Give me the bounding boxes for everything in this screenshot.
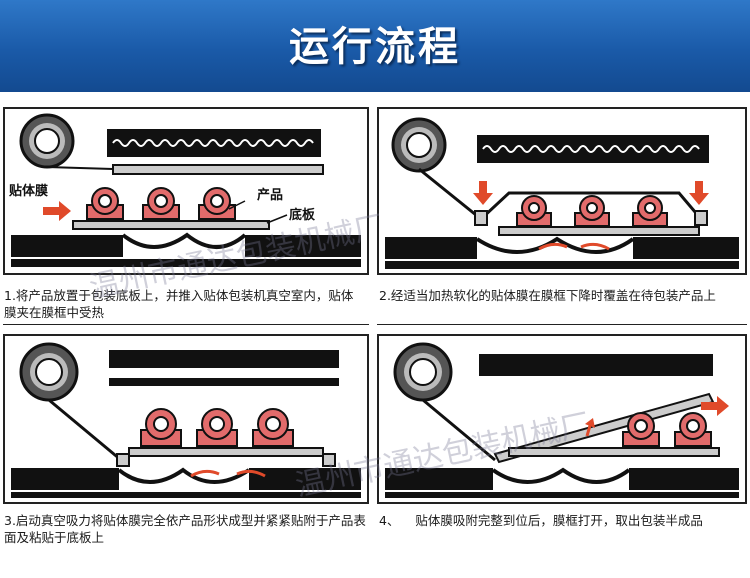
step-panel-4 — [377, 334, 747, 504]
title-banner: 运行流程 — [0, 0, 750, 92]
label-product: 产品 — [257, 187, 283, 203]
step-4-diagram — [385, 342, 739, 498]
product — [140, 408, 182, 447]
heater-bar — [109, 350, 339, 368]
divider — [377, 324, 747, 325]
product — [574, 195, 610, 227]
step-panel-2 — [377, 107, 747, 275]
product — [632, 195, 668, 227]
product — [674, 412, 712, 447]
base-board — [508, 447, 720, 457]
step-panel-1: 贴体膜 产品 底板 — [3, 107, 369, 275]
product — [198, 187, 236, 220]
step-3-diagram — [11, 342, 361, 498]
vacuum-chamber-left — [11, 235, 123, 257]
step-3-caption: 3.启动真空吸力将贴体膜完全依产品形状成型并紧紧贴附于产品表面及粘贴于底板上 — [4, 513, 366, 545]
product — [196, 408, 238, 447]
product — [252, 408, 294, 447]
product — [142, 187, 180, 220]
step-4-caption: 4、 贴体膜吸附完整到位后，膜框打开，取出包装半成品 — [379, 513, 703, 528]
down-arrow — [473, 181, 493, 205]
label-board: 底板 — [289, 207, 316, 223]
divider — [3, 324, 369, 325]
step-2-caption: 2.经适当加热软化的贴体膜在膜框下降时覆盖在待包装产品上 — [379, 288, 716, 303]
base-board — [128, 447, 324, 457]
product — [622, 412, 660, 447]
label-film: 贴体膜 — [9, 183, 48, 199]
product — [86, 187, 124, 220]
heater — [107, 129, 321, 157]
heater-bar — [479, 354, 713, 376]
down-arrow — [689, 181, 709, 205]
push-arrow — [43, 201, 71, 221]
step-1-diagram: 贴体膜 产品 底板 — [9, 113, 361, 267]
film-frame — [112, 164, 324, 175]
step-panel-3 — [3, 334, 369, 504]
base-board — [72, 220, 270, 230]
base-board — [498, 226, 700, 236]
pull-arrow — [701, 396, 729, 416]
page-title: 运行流程 — [289, 24, 461, 70]
step-1-caption: 1.将产品放置于包装底板上，并推入贴体包装机真空室内，贴体膜夹在膜框中受热 — [4, 288, 354, 320]
vacuum-chamber-right — [245, 235, 361, 257]
product — [516, 195, 552, 227]
step-2-diagram — [385, 117, 739, 269]
